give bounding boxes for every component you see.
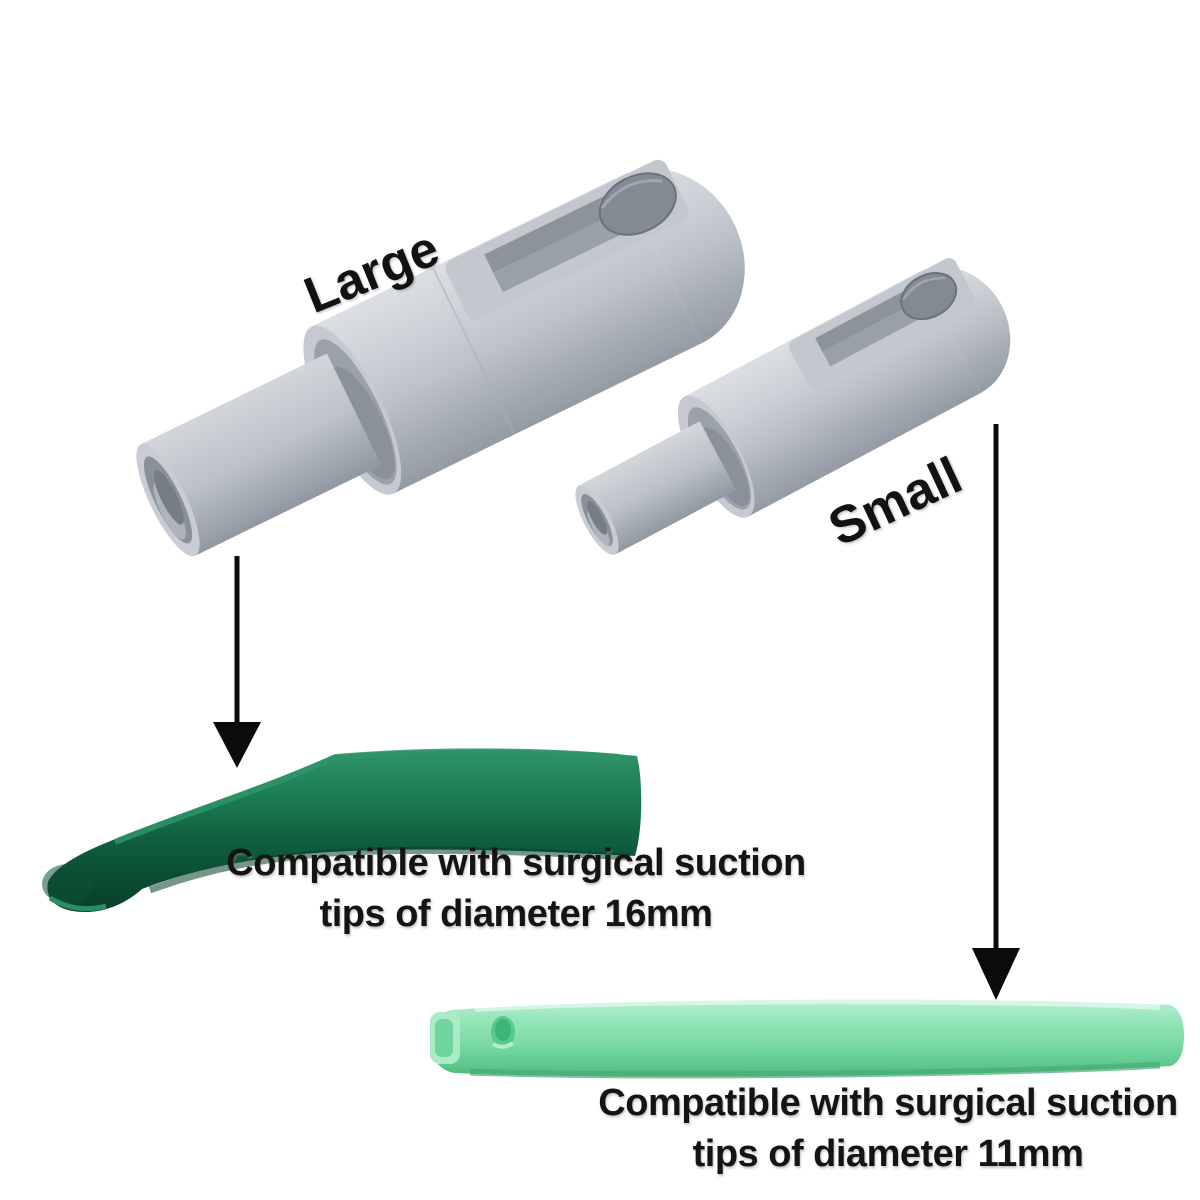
large-suction-adapter-image	[136, 159, 745, 557]
green-tip-opening	[42, 864, 94, 904]
green-tip-bottom-shade	[148, 846, 631, 894]
green-tip-body	[47, 749, 642, 912]
green-tube-hole-rim	[491, 1041, 515, 1049]
green-tube-open-end-inner	[435, 1019, 453, 1057]
down-arrow-small-icon	[972, 424, 1020, 1000]
dark-green-surgical-suction-tip-image	[42, 748, 642, 912]
large-adapter-button	[598, 172, 677, 236]
small-adapter-slot-shadow	[815, 289, 915, 352]
small-adapter-button-highlight	[902, 276, 946, 301]
small-adapter-bore-core	[586, 500, 608, 535]
caption-16mm: Compatible with surgical suction tips of…	[156, 838, 876, 940]
light-green-surgical-suction-tip-image	[430, 998, 1184, 1079]
caption-11mm-line2: tips of diameter 11mm	[692, 1133, 1084, 1175]
small-suction-adapter-image	[575, 258, 1011, 555]
green-tube-bottom-shade	[469, 1061, 1161, 1079]
caption-16mm-line2: tips of diameter 16mm	[319, 893, 713, 935]
green-tip-rim-highlight	[48, 895, 107, 912]
large-adapter-button-highlight	[600, 179, 663, 210]
large-adapter-seam	[432, 267, 515, 435]
down-arrow-large-icon	[213, 556, 261, 768]
large-adapter-nozzle	[140, 353, 382, 556]
caption-11mm-line1: Compatible with surgical suction	[598, 1082, 1178, 1124]
green-tube-hole-inner	[495, 1019, 511, 1041]
small-adapter-nozzle	[578, 421, 737, 555]
large-adapter-bore-core	[153, 470, 184, 525]
caption-11mm: Compatible with surgical suction tips of…	[528, 1078, 1200, 1180]
small-adapter-button	[900, 272, 958, 321]
caption-16mm-line1: Compatible with surgical suction	[226, 842, 806, 884]
large-adapter-slot-shadow	[484, 190, 625, 273]
green-tube-highlight	[474, 998, 1161, 1012]
green-tube-body	[430, 999, 1184, 1077]
green-tip-highlight	[113, 748, 621, 845]
